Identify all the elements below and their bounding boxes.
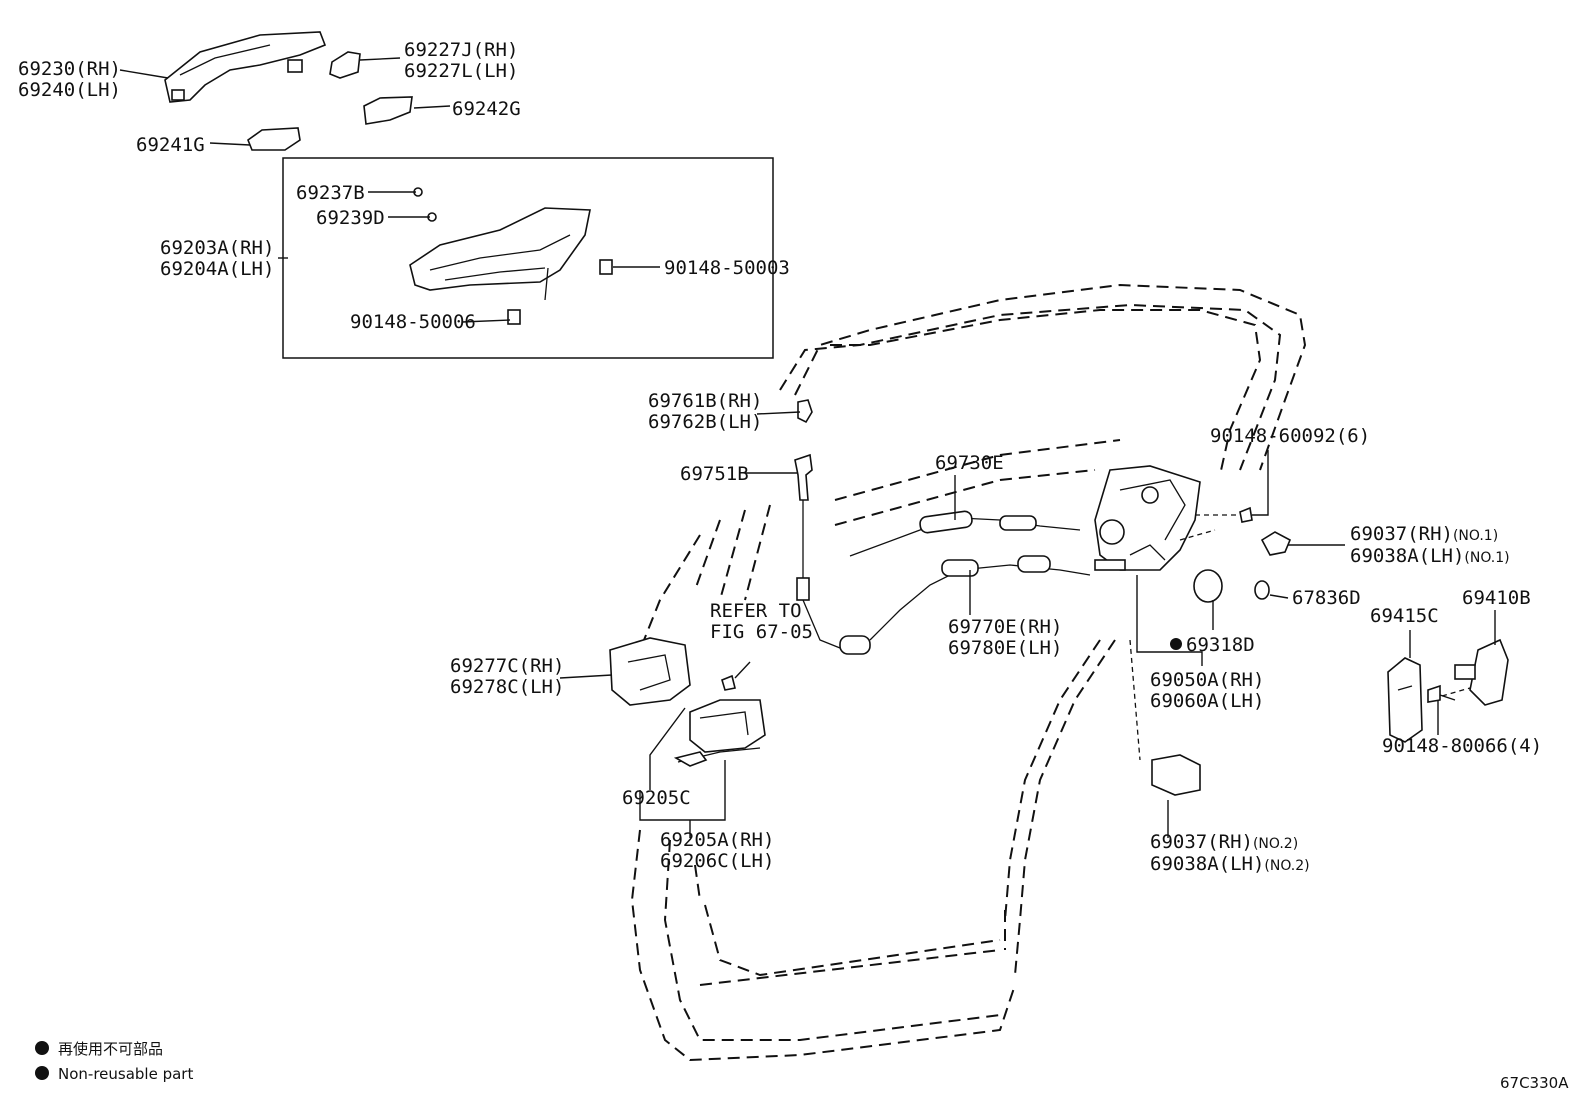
label-69242g: 69242G [452,98,521,120]
label-69038a-no2: 69038A(LH)(NO.2) [1150,853,1310,875]
stop-bracket-part [1129,639,1201,796]
grommet-part [1193,569,1270,603]
label-69206c: 69206C(LH) [660,850,774,872]
label-69205c: 69205C [622,787,691,809]
handle-pad-part [363,96,413,125]
inside-handle-clip-part [721,674,736,691]
legend-text-jp: 再使用不可部品 [58,1040,163,1058]
label-69037-no1-sub: (NO.1) [1453,528,1498,544]
label-69037-no1-part: 69037(RH) [1350,523,1453,545]
legend: 再使用不可部品 Non-reusable part [35,1040,193,1083]
label-69237b: 69237B [296,182,365,204]
label-69278c: 69278C(LH) [450,676,564,698]
label-69037-no2: 69037(RH)(NO.2) [1150,831,1298,853]
label-69730e: 69730E [935,452,1004,474]
handle-seal-part [247,127,301,151]
cable-clip-part [794,399,871,655]
label-90148-80066: 90148-80066(4) [1382,735,1542,757]
label-69038a-no1-sub: (NO.1) [1464,550,1509,566]
lock-screw-part [1179,506,1253,541]
label-69241g: 69241G [136,134,205,156]
legend-text-en: Non-reusable part [58,1065,193,1083]
label-69227l: 69227L(LH) [404,60,518,82]
striker-part [1439,638,1509,706]
label-69227j: 69227J(RH) [404,39,518,61]
legend-bullet-jp [35,1041,49,1055]
label-69762b: 69762B(LH) [648,411,762,433]
label-69038a-no1-part: 69038A(LH) [1350,545,1464,567]
label-69204a: 69204A(LH) [160,258,274,280]
label-90148-60092: 90148-60092(6) [1210,425,1370,447]
label-69239d: 69239D [316,207,385,229]
handle-cap-part [329,51,361,79]
handle-frame-part [409,187,613,325]
figure-code: 67C330A [1500,1074,1569,1092]
label-69205a: 69205A(RH) [660,829,774,851]
label-69318d: 69318D [1186,634,1255,656]
label-69410b: 69410B [1462,587,1531,609]
label-69751b: 69751B [680,463,749,485]
label-69203a: 69203A(RH) [160,237,274,259]
label-69060a: 69060A(LH) [1150,690,1264,712]
part-labels: 69230(RH) 69240(LH) 69227J(RH) 69227L(LH… [18,39,1542,875]
lock-cover-part [1260,531,1292,556]
label-69277c: 69277C(RH) [450,655,564,677]
label-90148-50006: 90148-50006 [350,311,476,333]
label-69230: 69230(RH) [18,58,121,80]
label-69037-no2-part: 69037(RH) [1150,831,1253,853]
leader-lines [119,57,1496,838]
label-69050a: 69050A(RH) [1150,669,1264,691]
cable-part [849,510,1091,641]
label-69038a-no2-sub: (NO.2) [1264,858,1309,874]
label-69038a-no2-part: 69038A(LH) [1150,853,1264,875]
door-lock-part [1094,465,1201,571]
label-69240: 69240(LH) [18,79,121,101]
label-refer-line2: FIG 67-05 [710,621,813,643]
inside-handle-part [673,699,766,767]
label-67836d: 67836D [1292,587,1361,609]
label-69770e: 69770E(RH) [948,616,1062,638]
non-reusable-marker [1170,638,1182,650]
striker-cover-part [1387,657,1423,743]
label-69038a-no1: 69038A(LH)(NO.1) [1350,545,1510,567]
label-69761b: 69761B(RH) [648,390,762,412]
label-69037-no1: 69037(RH)(NO.1) [1350,523,1498,545]
label-69415c: 69415C [1370,605,1439,627]
door-outline [630,283,1307,1062]
label-refer-line1: REFER TO [710,600,802,622]
label-90148-50003: 90148-50003 [664,257,790,279]
outside-handle-part [164,31,327,103]
label-69780e: 69780E(LH) [948,637,1062,659]
striker-bolt-part [1427,684,1441,703]
inside-handle-bezel-part [609,637,691,706]
label-69037-no2-sub: (NO.2) [1253,836,1298,852]
legend-bullet-en [35,1066,49,1080]
